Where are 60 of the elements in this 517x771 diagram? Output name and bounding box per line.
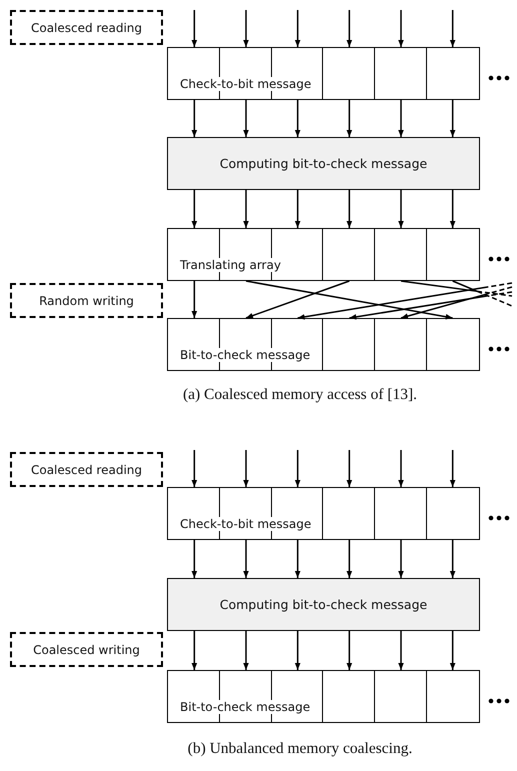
arrow (349, 291, 512, 320)
process-box: Computing bit-to-check message (167, 137, 480, 190)
arrow (243, 190, 249, 228)
arrow (346, 100, 352, 137)
arrow (398, 631, 404, 670)
memory-array (167, 228, 480, 281)
arrow (298, 282, 512, 320)
arrow (192, 631, 198, 670)
arrow (346, 631, 352, 670)
arrow (192, 450, 198, 487)
array-label: Translating array (178, 258, 283, 272)
arrow (192, 100, 198, 137)
array-label: Bit-to-check message (178, 348, 312, 362)
arrow (450, 540, 456, 578)
memory-array (167, 47, 480, 100)
annotation-box: Coalesced reading (10, 10, 163, 45)
memory-array (167, 670, 480, 723)
arrow (243, 450, 249, 487)
arrow (246, 280, 453, 320)
arrow (450, 190, 456, 228)
arrow (294, 540, 300, 578)
array-label: Check-to-bit message (178, 77, 314, 91)
arrow (243, 540, 249, 578)
annotation-box: Coalesced writing (10, 632, 163, 667)
arrow (450, 450, 456, 487)
arrow (294, 190, 300, 228)
arrow (243, 631, 249, 670)
arrow (398, 190, 404, 228)
arrow (398, 540, 404, 578)
annotation-box: Random writing (10, 283, 163, 318)
memory-array (167, 318, 480, 371)
process-box: Computing bit-to-check message (167, 578, 480, 631)
arrow (398, 100, 404, 137)
memory-array (167, 487, 480, 540)
array-label: Bit-to-check message (178, 700, 312, 714)
arrow (192, 190, 198, 228)
array-label: Check-to-bit message (178, 517, 314, 531)
arrow (346, 450, 352, 487)
arrow (294, 10, 300, 47)
arrow (346, 540, 352, 578)
arrow (243, 100, 249, 137)
arrow (398, 10, 404, 47)
arrow (450, 631, 456, 670)
arrow (294, 450, 300, 487)
arrow (192, 10, 198, 47)
arrow (398, 450, 404, 487)
arrow (346, 10, 352, 47)
figure-caption: (a) Coalesced memory access of [13]. (182, 386, 418, 404)
arrow (246, 280, 350, 319)
arrow (243, 10, 249, 47)
arrow (192, 281, 198, 318)
arrow (400, 286, 512, 319)
annotation-box: Coalesced reading (10, 452, 163, 487)
figure-caption: (b) Unbalanced memory coalescing. (186, 740, 414, 758)
arrow (450, 100, 456, 137)
arrow (294, 100, 300, 137)
arrow (450, 10, 456, 47)
arrow (192, 540, 198, 578)
arrow (294, 631, 300, 670)
arrow (346, 190, 352, 228)
